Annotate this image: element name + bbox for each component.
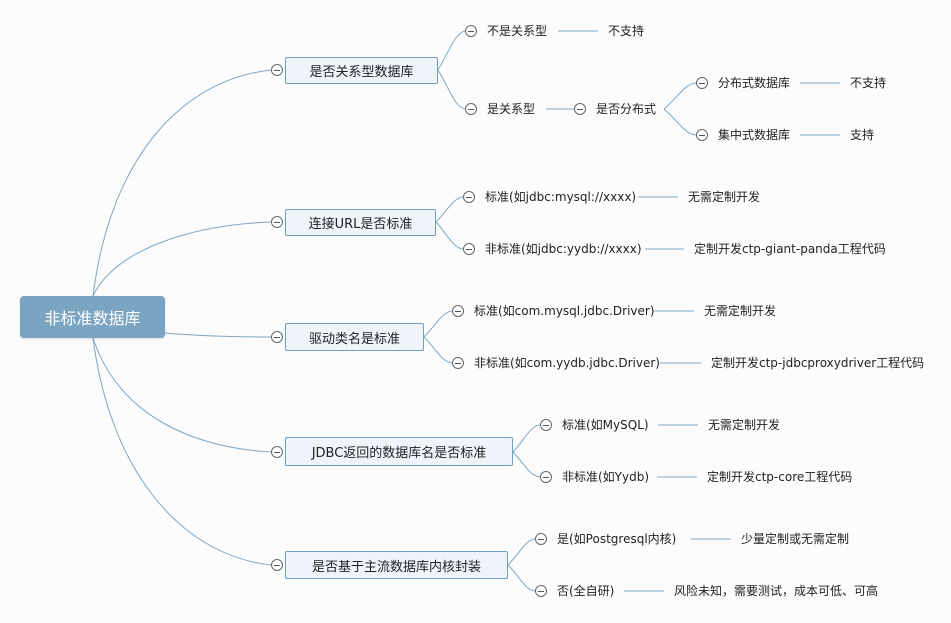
branch-1-node[interactable]: 是否关系型数据库: [285, 57, 438, 84]
connector-root-to-branch-2: [92, 221, 272, 297]
connector-b2-to-c2: [435, 221, 464, 250]
collapse-b4-c2-toggle[interactable]: [540, 471, 552, 483]
b1-c1-leaf[interactable]: 不支持: [608, 24, 645, 38]
branch-4-node[interactable]: JDBC返回的数据库名是否标准: [285, 437, 513, 466]
collapse-branch-3-toggle[interactable]: [271, 331, 283, 343]
b5-c2-leaf[interactable]: 风险未知，需要测试，成本可低、可高: [674, 584, 879, 598]
collapse-b1-c2-toggle[interactable]: [465, 103, 477, 115]
b5-c1-leaf[interactable]: 少量定制或无需定制: [741, 532, 850, 546]
connector-b1-c2-1-to-1: [663, 82, 697, 110]
collapse-b1-c2-1-2-toggle[interactable]: [696, 129, 708, 141]
collapse-b1-c1-toggle[interactable]: [465, 25, 477, 37]
collapse-b1-c2-1-1-toggle[interactable]: [696, 77, 708, 89]
b1-c2-1-node[interactable]: 是否分布式: [596, 102, 657, 116]
branch-2-node[interactable]: 连接URL是否标准: [285, 209, 436, 236]
b2-c2-node[interactable]: 非标准(如jdbc:yydb://xxxx): [485, 242, 642, 256]
collapse-branch-1-toggle[interactable]: [271, 64, 283, 76]
b1-c2-1-2-node[interactable]: 集中式数据库: [718, 128, 791, 142]
branch-5-node[interactable]: 是否基于主流数据库内核封装: [285, 551, 508, 579]
b2-c1-leaf[interactable]: 无需定制开发: [688, 190, 761, 204]
b1-c2-1-1-leaf[interactable]: 不支持: [850, 76, 887, 90]
collapse-b4-c1-toggle[interactable]: [540, 419, 552, 431]
collapse-branch-2-toggle[interactable]: [271, 216, 283, 228]
collapse-b5-c2-toggle[interactable]: [535, 585, 547, 597]
connector-b5-to-c1: [507, 538, 536, 566]
connector-b4-to-c1: [512, 424, 541, 453]
connector-b1-c2-1-to-2: [663, 108, 697, 136]
b3-c2-node[interactable]: 非标准(如com.yydb.jdbc.Driver): [474, 356, 660, 370]
connector-root-to-branch-3: [164, 332, 272, 338]
connector-root-to-branch-1: [92, 69, 272, 297]
branch-3-node[interactable]: 驱动类名是标准: [285, 323, 424, 351]
connector-b5-to-c2: [507, 564, 536, 592]
b5-c1-node[interactable]: 是(如Postgresql内核): [557, 532, 677, 546]
connector-b2-to-c1: [435, 196, 464, 223]
b1-c1-node[interactable]: 不是关系型: [487, 24, 548, 38]
collapse-b2-c2-toggle[interactable]: [463, 243, 475, 255]
b4-c1-node[interactable]: 标准(如MySQL): [562, 418, 649, 432]
connector-b1-to-c1: [437, 30, 466, 71]
b2-c1-node[interactable]: 标准(如jdbc:mysql://xxxx): [485, 190, 637, 204]
b1-c2-node[interactable]: 是关系型: [487, 102, 536, 116]
collapse-branch-4-toggle[interactable]: [271, 446, 283, 458]
b3-c2-leaf[interactable]: 定制开发ctp-jdbcproxydriver工程代码: [711, 356, 925, 370]
collapse-b5-c1-toggle[interactable]: [535, 533, 547, 545]
connector-root-to-branch-4: [92, 337, 272, 453]
b3-c1-node[interactable]: 标准(如com.mysql.jdbc.Driver): [474, 304, 655, 318]
collapse-b1-c2-1-toggle[interactable]: [574, 103, 586, 115]
b3-c1-leaf[interactable]: 无需定制开发: [704, 304, 777, 318]
connector-b4-to-c2: [512, 451, 541, 478]
root-node[interactable]: 非标准数据库: [20, 296, 165, 338]
b1-c2-1-1-node[interactable]: 分布式数据库: [718, 76, 791, 90]
connector-b3-to-c1: [423, 310, 453, 338]
connector-b3-to-c2: [423, 336, 453, 364]
b4-c1-leaf[interactable]: 无需定制开发: [708, 418, 781, 432]
collapse-b3-c1-toggle[interactable]: [452, 305, 464, 317]
collapse-branch-5-toggle[interactable]: [271, 559, 283, 571]
b1-c2-1-2-leaf[interactable]: 支持: [850, 128, 875, 142]
collapse-b3-c2-toggle[interactable]: [452, 357, 464, 369]
connector-b1-to-c2: [437, 69, 466, 110]
b5-c2-node[interactable]: 否(全自研): [557, 584, 615, 598]
b4-c2-node[interactable]: 非标准(如Yydb): [562, 470, 650, 484]
b2-c2-leaf[interactable]: 定制开发ctp-giant-panda工程代码: [694, 242, 886, 256]
collapse-b2-c1-toggle[interactable]: [463, 191, 475, 203]
connector-root-to-branch-5: [92, 337, 272, 566]
b4-c2-leaf[interactable]: 定制开发ctp-core工程代码: [707, 470, 853, 484]
